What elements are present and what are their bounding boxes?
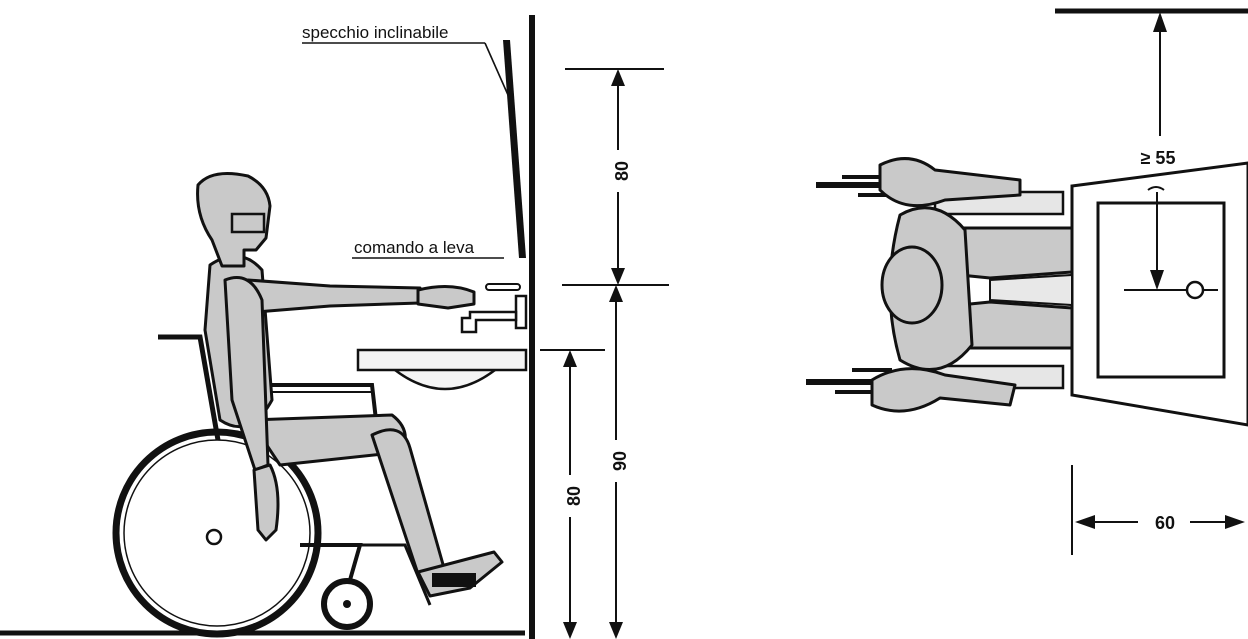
lever-label: comando a leva [354,238,475,257]
mirror-leader-line [484,42,509,96]
tilting-mirror [503,40,526,258]
basin-depth-dimension: 60 [1071,465,1245,555]
mirror-height-label: 80 [612,161,632,181]
lever-tap [460,283,528,334]
knee-clearance-label: 80 [564,486,584,506]
seated-person [196,172,504,598]
mirror-label: specchio inclinabile [302,23,448,42]
washbasin-side [356,348,528,391]
top-view: ≥ 55 [806,8,1248,555]
front-clearance-label: ≥ 55 [1141,148,1176,168]
washbasin-plan [1070,161,1248,427]
wheelchair-plan [806,157,1074,413]
height-dimensions: 80 90 80 [540,68,669,639]
counter-height-label: 90 [610,451,630,471]
side-view: specchio inclinabile comando a leva [0,15,669,639]
basin-depth-label: 60 [1155,513,1175,533]
